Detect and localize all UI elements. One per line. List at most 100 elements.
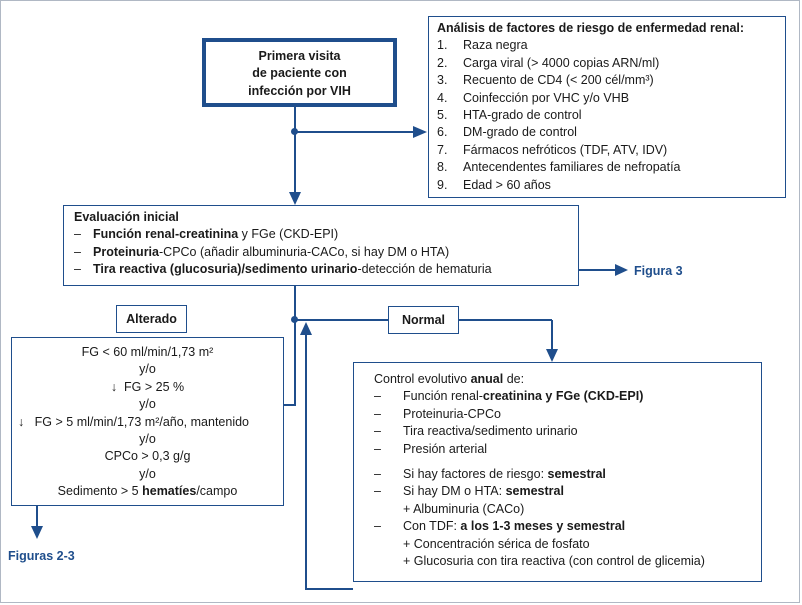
risk-item-number: 5. xyxy=(437,108,448,123)
control-item-4-text: Presión arterial xyxy=(403,441,488,456)
risk-item-text: Carga viral (> 4000 copias ARN/ml) xyxy=(463,55,660,70)
control-item-7-bold: a los 1-3 meses y semestral xyxy=(460,519,626,534)
figura-3-label: Figura 3 xyxy=(634,264,683,278)
risk-item-text: Edad > 60 años xyxy=(463,177,551,192)
risk-item-number: 1. xyxy=(437,38,448,53)
control-item-5: –Si hay factores de riesgo: semestral xyxy=(374,466,761,483)
control-item-1-pre: Función renal- xyxy=(403,389,483,404)
risk-item: 5. HTA-grado de control xyxy=(437,107,785,124)
connector-to-figuras23 xyxy=(36,506,38,529)
alterado-line-3: ↓ FG > 5 ml/min/1,73 m²/año, mantenido xyxy=(12,414,283,431)
control-dash: – xyxy=(374,389,381,404)
control-title-post: de: xyxy=(503,372,525,386)
connector-normal-down xyxy=(551,320,553,352)
control-dash: – xyxy=(374,424,381,439)
risk-item-text: DM-grado de control xyxy=(463,125,577,140)
arrow-right-icon xyxy=(413,126,427,138)
control-item-6-bold: semestral xyxy=(505,484,564,499)
control-item-4: – Presión arterial xyxy=(374,441,761,458)
control-item-7: – Con TDF: a los 1-3 meses y semestral xyxy=(374,518,761,535)
connector-first-visit-down xyxy=(294,107,296,195)
control-title: Control evolutivo anual de: xyxy=(374,371,761,388)
eval-item-1-bold: Función renal-creatinina xyxy=(93,227,239,242)
eval-item-1-rest: y FGe (CKD-EPI) xyxy=(238,227,339,242)
arrow-up-icon xyxy=(300,322,312,335)
risk-item: 1.Raza negra xyxy=(437,37,785,54)
connector-dot xyxy=(291,316,298,323)
normal-label: Normal xyxy=(401,313,446,327)
control-item-7-sub-1: + Concentración sérica de fosfato xyxy=(403,536,590,551)
control-item-7-sub-2: + Glucosuria con tira reactiva (con cont… xyxy=(403,554,705,569)
connector-to-risk xyxy=(295,131,415,133)
control-item-1: –Función renal-creatinina y FGe (CKD-EPI… xyxy=(374,388,761,405)
alterado-line-4: CPCo > 0,3 g/g xyxy=(104,449,191,464)
eval-dash: – xyxy=(74,244,81,259)
alterado-line-2-text: FG > 25 % xyxy=(124,379,185,394)
alterado-yo: y/o xyxy=(139,397,156,412)
initial-evaluation-box: Evaluación inicial –Función renal-creati… xyxy=(63,205,579,286)
figuras-2-3-label: Figuras 2-3 xyxy=(8,549,75,563)
first-visit-line3: infección por VIH xyxy=(248,83,351,98)
risk-item: 2.Carga viral (> 4000 copias ARN/ml) xyxy=(437,55,785,72)
control-dash: – xyxy=(374,467,381,482)
down-arrow-icon: ↓ xyxy=(110,379,118,394)
control-title-pre: Control evolutivo xyxy=(374,372,471,386)
control-title-bold: anual xyxy=(470,372,504,386)
alterado-label-box: Alterado xyxy=(116,305,187,333)
risk-item-text: Coinfección por VHC y/o VHB xyxy=(463,90,630,105)
arrow-down-icon xyxy=(289,192,301,205)
first-visit-line1: Primera visita xyxy=(258,49,341,63)
control-item-2: –Proteinuria-CPCo xyxy=(374,406,761,423)
eval-item-2: –Proteinuria-CPCo (añadir albuminuria-CA… xyxy=(74,244,578,261)
risk-item: 9. Edad > 60 años xyxy=(437,177,785,194)
risk-item-text: Antecendentes familiares de nefropatía xyxy=(463,160,681,175)
eval-item-3-bold: Tira reactiva (glucosuria)/sedimento uri… xyxy=(93,262,358,277)
control-dash: – xyxy=(374,484,381,499)
alterado-line-1: FG < 60 ml/min/1,73 m² xyxy=(81,345,214,359)
down-arrow-icon: ↓ xyxy=(18,414,25,429)
normal-label-box: Normal xyxy=(388,306,459,334)
control-item-6-pre: Si hay DM o HTA: xyxy=(403,484,506,499)
risk-item-text: HTA-grado de control xyxy=(463,108,582,123)
risk-item: 7.Fármacos nefróticos (TDF, ATV, IDV) xyxy=(437,142,785,159)
control-item-6-sub: + Albuminuria (CACo) xyxy=(403,501,525,516)
alterado-yo: y/o xyxy=(139,362,156,377)
alterado-yo: y/o xyxy=(139,466,156,481)
first-visit-box: Primera visita de paciente con infección… xyxy=(202,38,397,107)
alterado-label: Alterado xyxy=(126,312,177,326)
connector-to-normal xyxy=(295,319,388,321)
eval-item-3: –Tira reactiva (glucosuria)/sedimento ur… xyxy=(74,261,578,278)
risk-item-number: 9. xyxy=(437,177,448,192)
eval-dash: – xyxy=(74,262,81,277)
alterado-line-5-pre: Sedimento > 5 xyxy=(57,484,143,499)
connector-to-figura3 xyxy=(579,269,617,271)
connector-eval-down xyxy=(294,286,296,405)
annual-control-box: Control evolutivo anual de: – Función ren… xyxy=(353,362,762,582)
risk-item-number: 3. xyxy=(437,73,448,88)
alterado-criteria-box: FG < 60 ml/min/1,73 m² y/o ↓ FG > 25 % y… xyxy=(11,337,284,506)
arrow-down-icon xyxy=(546,349,558,362)
connector-to-alterado-box xyxy=(284,404,296,406)
eval-title: Evaluación inicial xyxy=(74,210,179,224)
arrow-right-icon xyxy=(615,264,628,276)
control-item-3: –Tira reactiva/sedimento urinario xyxy=(374,423,761,440)
control-item-7-pre: Con TDF: xyxy=(403,519,461,534)
risk-item: 3.Recuento de CD4 (< 200 cél/mm³) xyxy=(437,72,785,89)
risk-item-number: 7. xyxy=(437,142,448,157)
connector-dot xyxy=(291,128,298,135)
control-item-5-bold: semestral xyxy=(547,467,606,482)
connector-loop-up xyxy=(305,333,307,590)
control-dash: – xyxy=(374,441,381,456)
risk-item: 4.Coinfección por VHC y/o VHB xyxy=(437,90,785,107)
first-visit-line2: de paciente con xyxy=(252,66,347,81)
risk-title: Análisis de factores de riesgo de enferm… xyxy=(437,21,745,35)
risk-item: 8. Antecendentes familiares de nefropatía xyxy=(437,159,785,176)
eval-item-1: –Función renal-creatinina y FGe (CKD-EPI… xyxy=(74,226,578,243)
risk-item-number: 8. xyxy=(437,160,448,175)
control-item-6: – Si hay DM o HTA: semestral xyxy=(374,483,761,500)
eval-item-2-bold: Proteinuria xyxy=(93,244,159,259)
risk-factors-box: Análisis de factores de riesgo de enferm… xyxy=(428,16,786,198)
risk-item: 6. DM-grado de control xyxy=(437,124,785,141)
control-dash: – xyxy=(374,519,381,534)
risk-item-number: 6. xyxy=(437,125,448,140)
